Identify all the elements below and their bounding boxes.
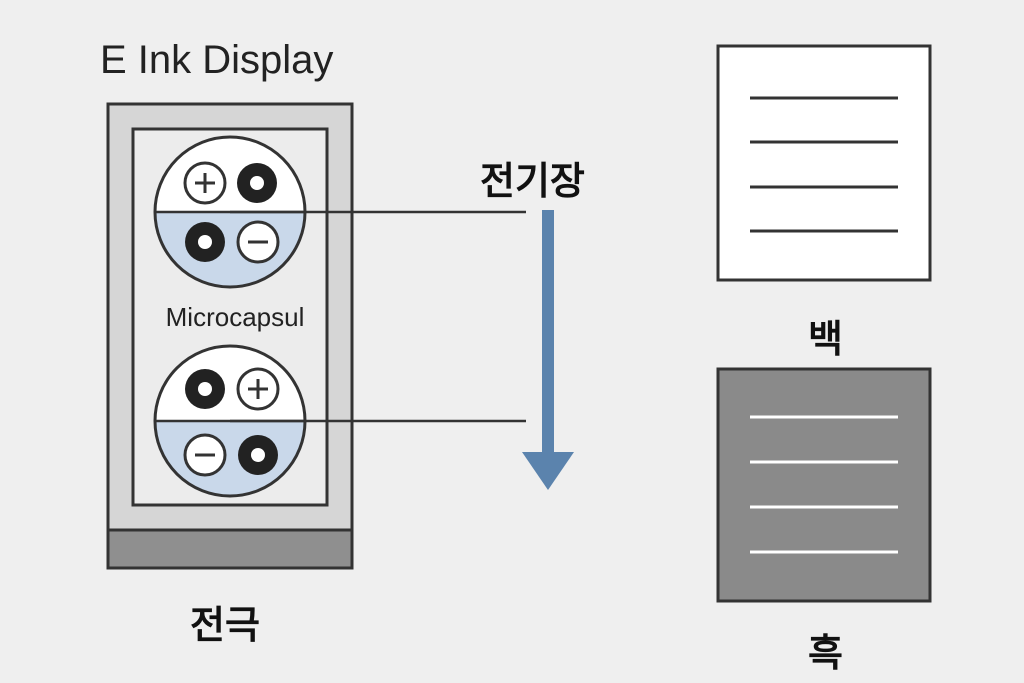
white-state-panel — [716, 44, 932, 282]
electric-field-arrow — [522, 210, 574, 490]
diagram-title: E Ink Display — [100, 38, 334, 82]
electrode-bar — [106, 528, 354, 570]
minus-icon — [183, 433, 227, 477]
dark-particle-icon — [238, 435, 278, 475]
electric-field-label: 전기장 — [480, 159, 585, 203]
microcapsule-label: Microcapsul — [165, 302, 305, 332]
dark-particle-icon — [237, 163, 277, 203]
dark-particle-icon — [185, 222, 225, 262]
black-label: 흑 — [808, 631, 843, 675]
minus-icon — [236, 220, 280, 264]
plus-icon — [183, 161, 227, 205]
black-state-panel — [716, 367, 932, 603]
dark-particle-icon — [185, 369, 225, 409]
plus-icon — [236, 367, 280, 411]
white-label: 백 — [808, 317, 843, 361]
electrode-label: 전극 — [190, 603, 260, 647]
